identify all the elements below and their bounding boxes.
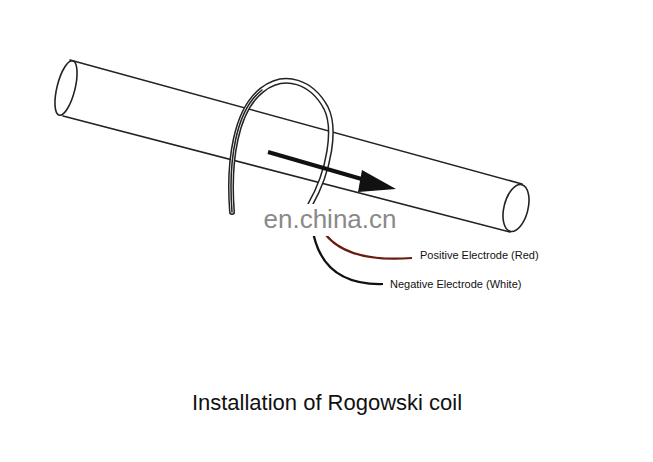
electrode-label: Positive Electrode (Red) — [418, 249, 541, 262]
watermark: en.china.cn — [262, 204, 399, 235]
current-arrow — [268, 152, 396, 192]
caption: Installation of Rogowski coil — [190, 390, 464, 416]
electrode-label: Negative Electrode (White) — [388, 278, 523, 291]
rogowski-coil — [231, 81, 331, 212]
